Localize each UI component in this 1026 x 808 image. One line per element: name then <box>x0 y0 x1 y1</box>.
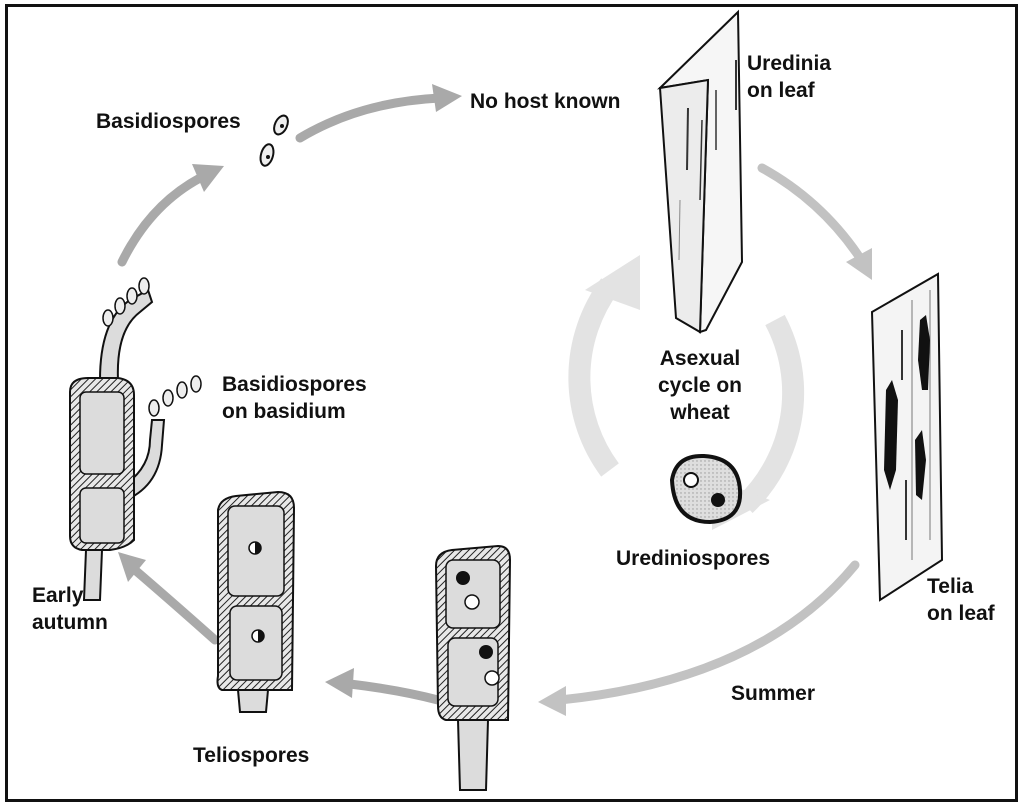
uredinia-leaf <box>660 12 742 332</box>
sterigma-spores-branch <box>149 376 201 416</box>
label-teliospores: Teliospores <box>193 742 309 769</box>
label-no-host-known: No host known <box>470 88 621 115</box>
label-basidiospores: Basidiospores <box>96 108 241 135</box>
early-autumn-line-1: Early <box>32 582 108 609</box>
arrow-teliospores-right-to-left <box>325 668 438 700</box>
basidiospores-free <box>258 113 290 167</box>
basidium-line-1: Basidiospores <box>222 371 367 398</box>
telia-leaf <box>872 274 942 600</box>
teliospore-left <box>218 492 295 712</box>
arrow-uredinia-to-telia <box>762 168 872 280</box>
uredinia-line-1: Uredinia <box>747 50 831 77</box>
label-urediniospores: Urediniospores <box>616 545 770 572</box>
label-uredinia-on-leaf: Uredinia on leaf <box>747 50 831 104</box>
arrow-basidium-to-basidiospores <box>122 164 224 262</box>
arrow-basidiospores-to-nohost <box>300 84 462 138</box>
asexual-line-1: Asexual <box>630 345 770 372</box>
uredinia-line-2: on leaf <box>747 77 831 104</box>
label-summer: Summer <box>731 680 815 707</box>
early-autumn-line-2: autumn <box>32 609 108 636</box>
teliospore-right <box>436 546 510 790</box>
urediniospore-cell <box>672 456 740 522</box>
label-basidiospores-on-basidium: Basidiospores on basidium <box>222 371 367 425</box>
telia-line-1: Telia <box>927 573 995 600</box>
label-telia-on-leaf: Telia on leaf <box>927 573 995 627</box>
asexual-line-3: wheat <box>630 399 770 426</box>
label-early-autumn: Early autumn <box>32 582 108 636</box>
basidium-structure <box>70 278 201 600</box>
asexual-line-2: cycle on <box>630 372 770 399</box>
basidium-line-2: on basidium <box>222 398 367 425</box>
arrow-teliospores-to-early-autumn <box>118 552 215 640</box>
telia-line-2: on leaf <box>927 600 995 627</box>
label-asexual-cycle: Asexual cycle on wheat <box>630 345 770 426</box>
